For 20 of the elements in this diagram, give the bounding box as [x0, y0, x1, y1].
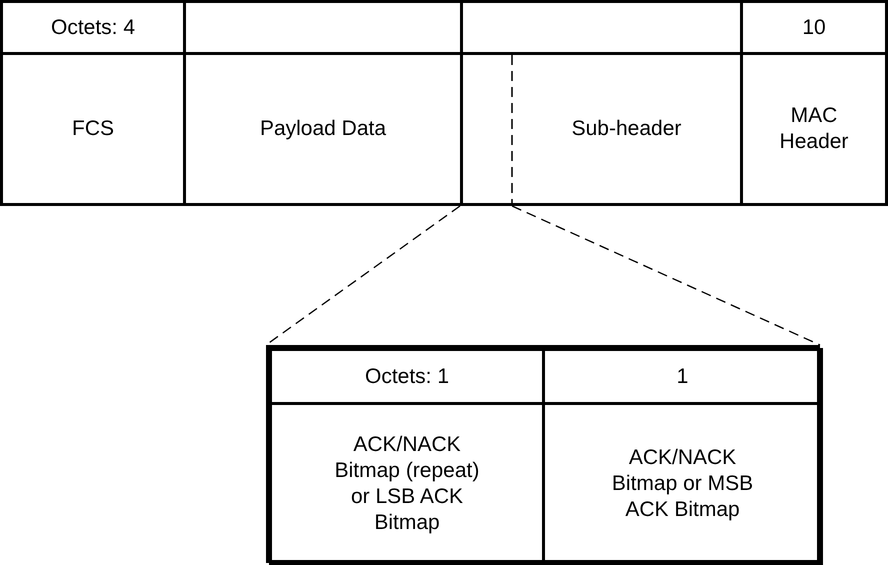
- field-label: MAC Header: [778, 103, 850, 155]
- field-label: Octets: 1: [364, 364, 450, 390]
- field-cell: [542, 348, 823, 405]
- field-label: FCS: [72, 116, 114, 142]
- field-label: Payload Data: [260, 116, 386, 142]
- field-label: ACK/NACK Bitmap (repeat) or LSB ACK Bitmap: [334, 432, 480, 536]
- field-label: Sub-header: [572, 116, 682, 142]
- field-cell: [740, 52, 888, 206]
- field-table: [266, 345, 820, 563]
- field-label: 10: [802, 14, 826, 40]
- field-cell: [740, 0, 888, 55]
- field-label: ACK/NACK Bitmap or MSB ACK Bitmap: [610, 445, 754, 523]
- field-cell: [542, 402, 823, 565]
- field-cell: [0, 0, 186, 55]
- zoom-line: [512, 205, 820, 346]
- field-label: 1: [676, 364, 688, 390]
- field-cell: [269, 402, 545, 565]
- field-label: Octets: 4: [50, 14, 136, 40]
- field-cell: [0, 52, 186, 206]
- field-cell: [269, 348, 545, 405]
